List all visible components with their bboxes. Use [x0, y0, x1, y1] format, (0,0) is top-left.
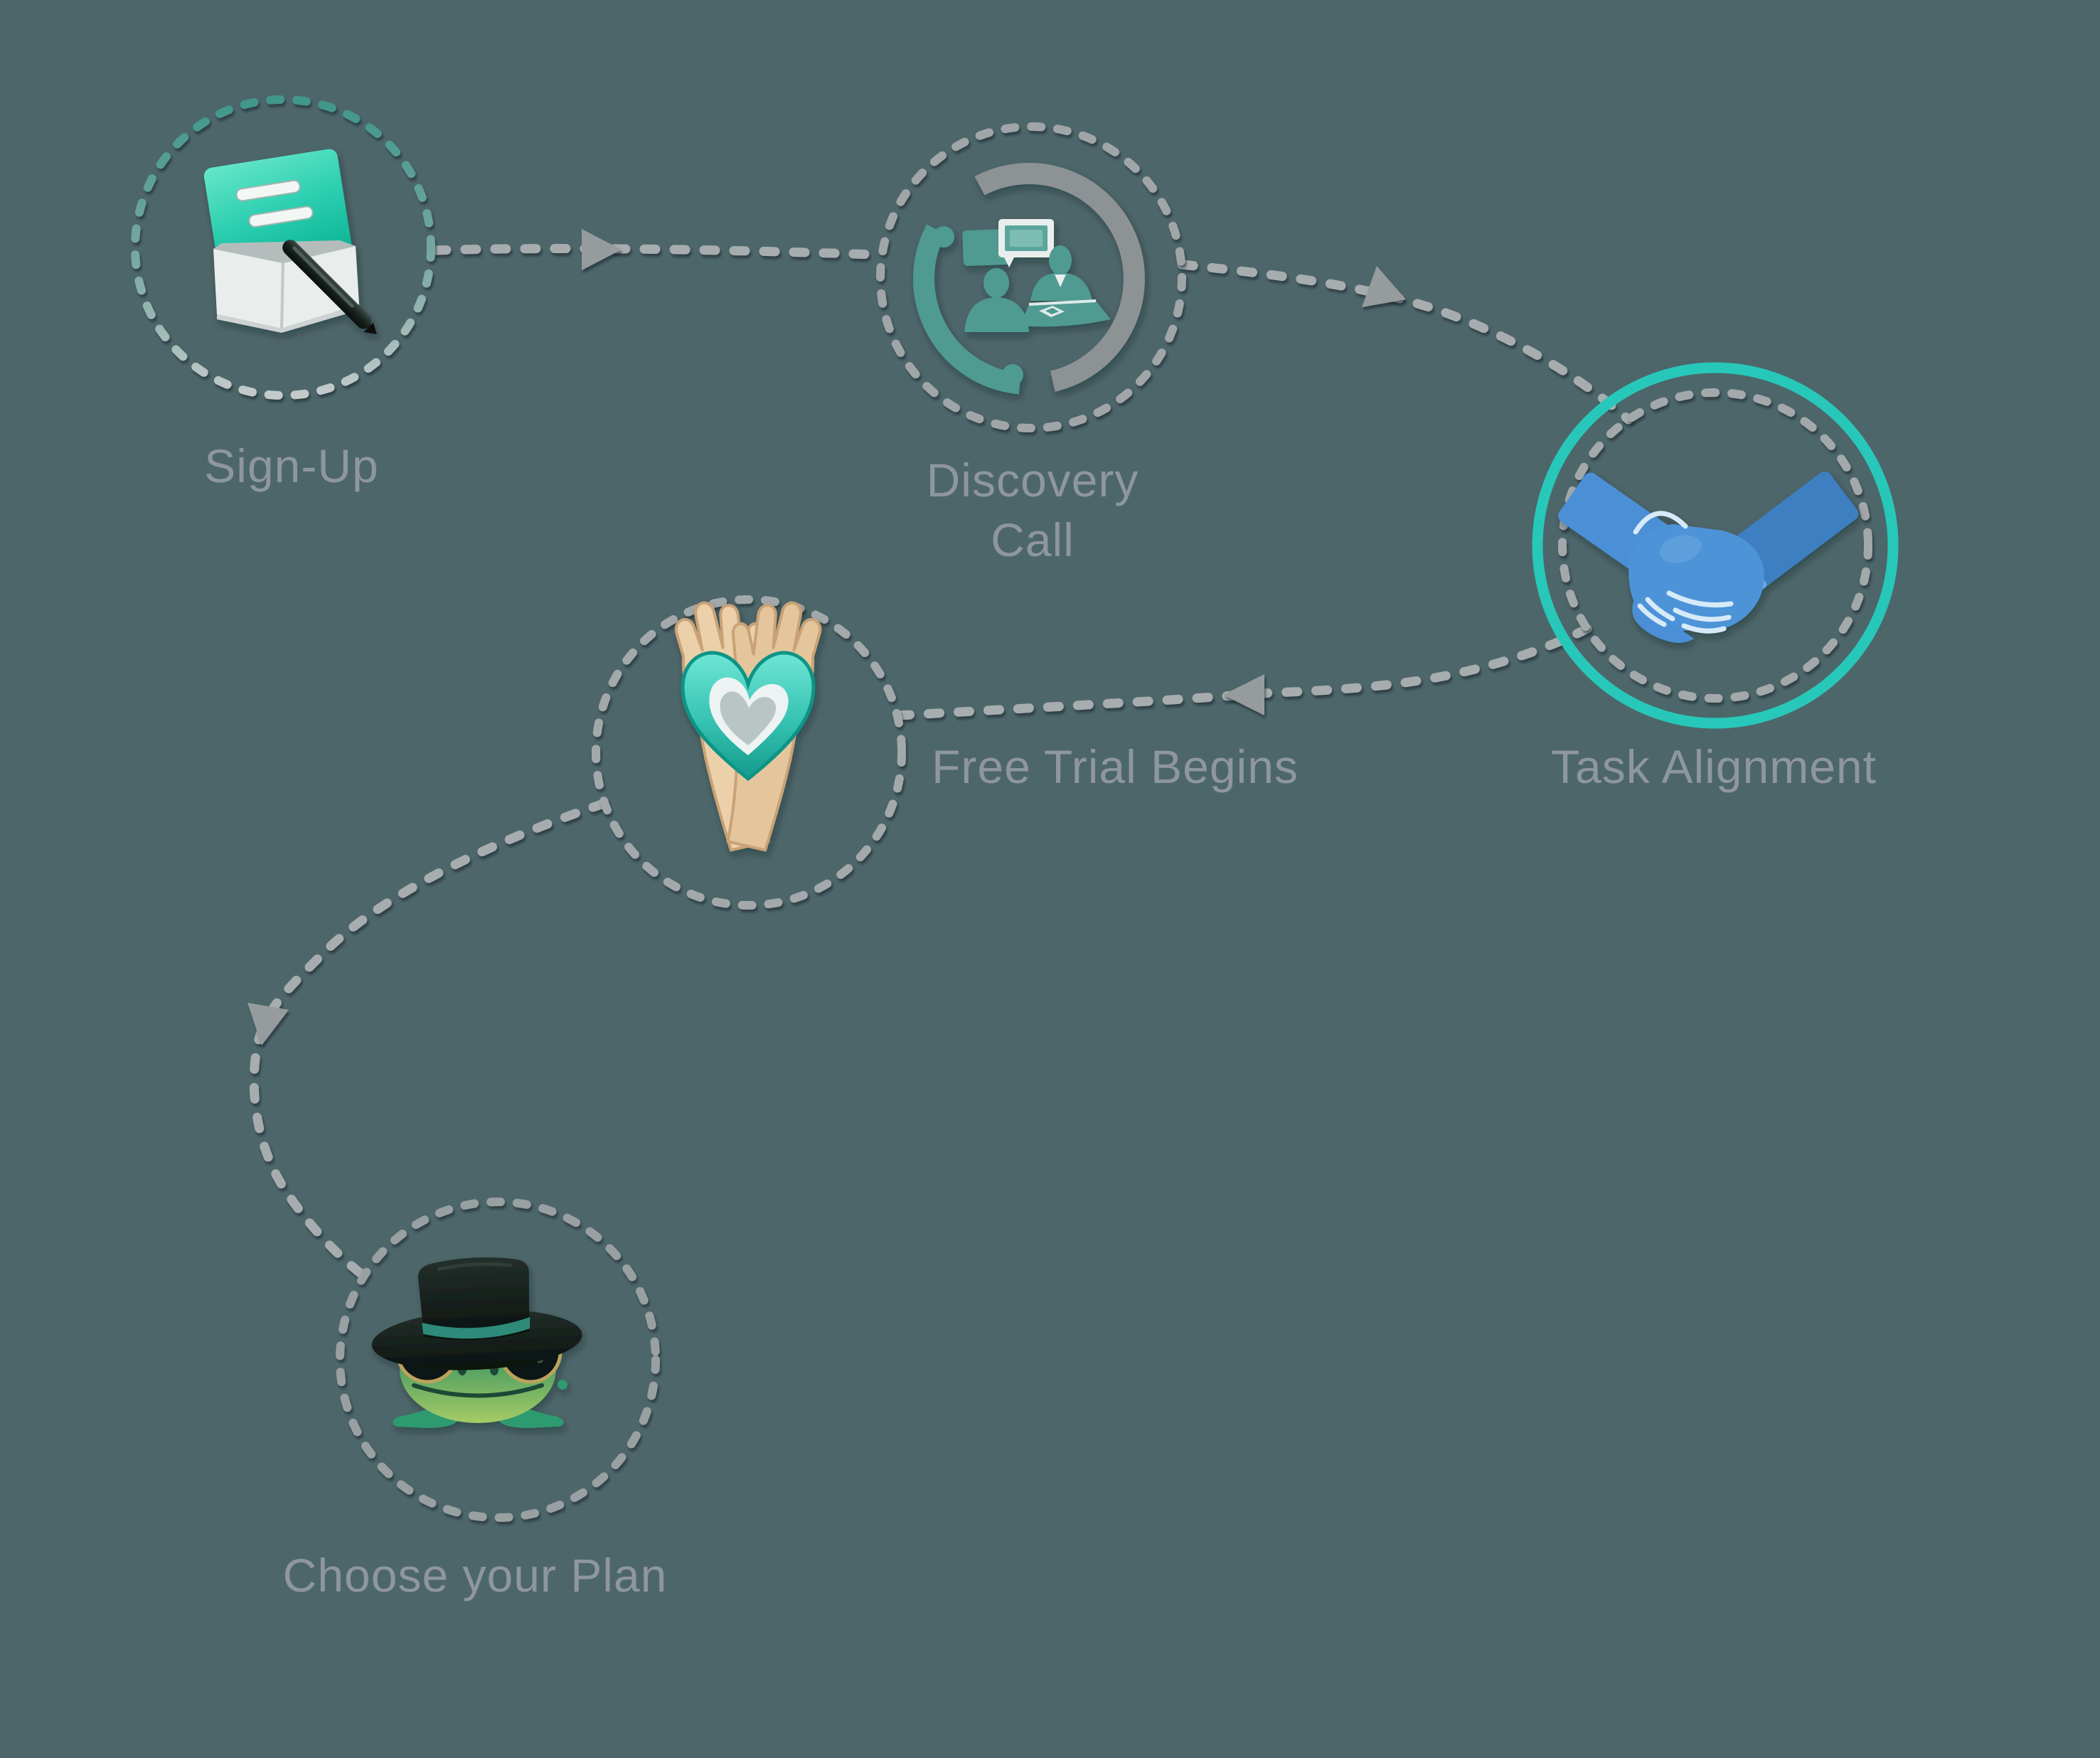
frog-hat [371, 1257, 582, 1370]
step-label-discovery-call: Discovery Call [927, 450, 1139, 570]
handshake-icon [1558, 471, 1859, 643]
frog-with-hat-icon [371, 1257, 582, 1428]
step-node-sign-up [131, 95, 435, 400]
arrow-down-right-icon [1362, 266, 1406, 307]
connector-discovery-to-task [1177, 260, 1633, 425]
step-node-choose-your-plan [336, 1198, 660, 1522]
dashed-circle-free-trial [592, 595, 906, 910]
step-node-free-trial-begins [592, 595, 906, 910]
arrow-down-icon [247, 1003, 289, 1045]
step-node-task-alignment [1532, 362, 1899, 729]
dashed-circle-task-alignment [1558, 388, 1872, 703]
step-node-discovery-call [876, 122, 1186, 432]
video-call-icon [913, 163, 1145, 395]
dashed-circle-discovery-call [876, 122, 1186, 432]
connector-signup-to-discovery [430, 244, 881, 260]
dashed-circle-sign-up [131, 95, 435, 400]
step-label-free-trial-begins: Free Trial Begins [932, 740, 1299, 793]
connector-freetrial-to-chooseplan [249, 799, 609, 1282]
connector-task-to-freetrial [894, 624, 1592, 720]
step-label-sign-up: Sign-Up [204, 440, 379, 492]
connector-arrows [247, 229, 1406, 1045]
arrow-right-icon [582, 229, 622, 270]
heart-hands-icon [674, 601, 822, 852]
arrow-left-icon [1223, 674, 1264, 715]
highlight-ring-teal [1532, 362, 1899, 729]
step-label-choose-your-plan: Choose your Plan [282, 1549, 668, 1602]
step-label-discovery-line2: Call [991, 513, 1075, 566]
step-label-task-alignment: Task Alignment [1551, 740, 1877, 793]
dashed-circle-choose-plan [336, 1198, 660, 1522]
step-label-discovery-line1: Discovery [926, 454, 1139, 506]
ballot-box-pen-icon [203, 149, 377, 334]
